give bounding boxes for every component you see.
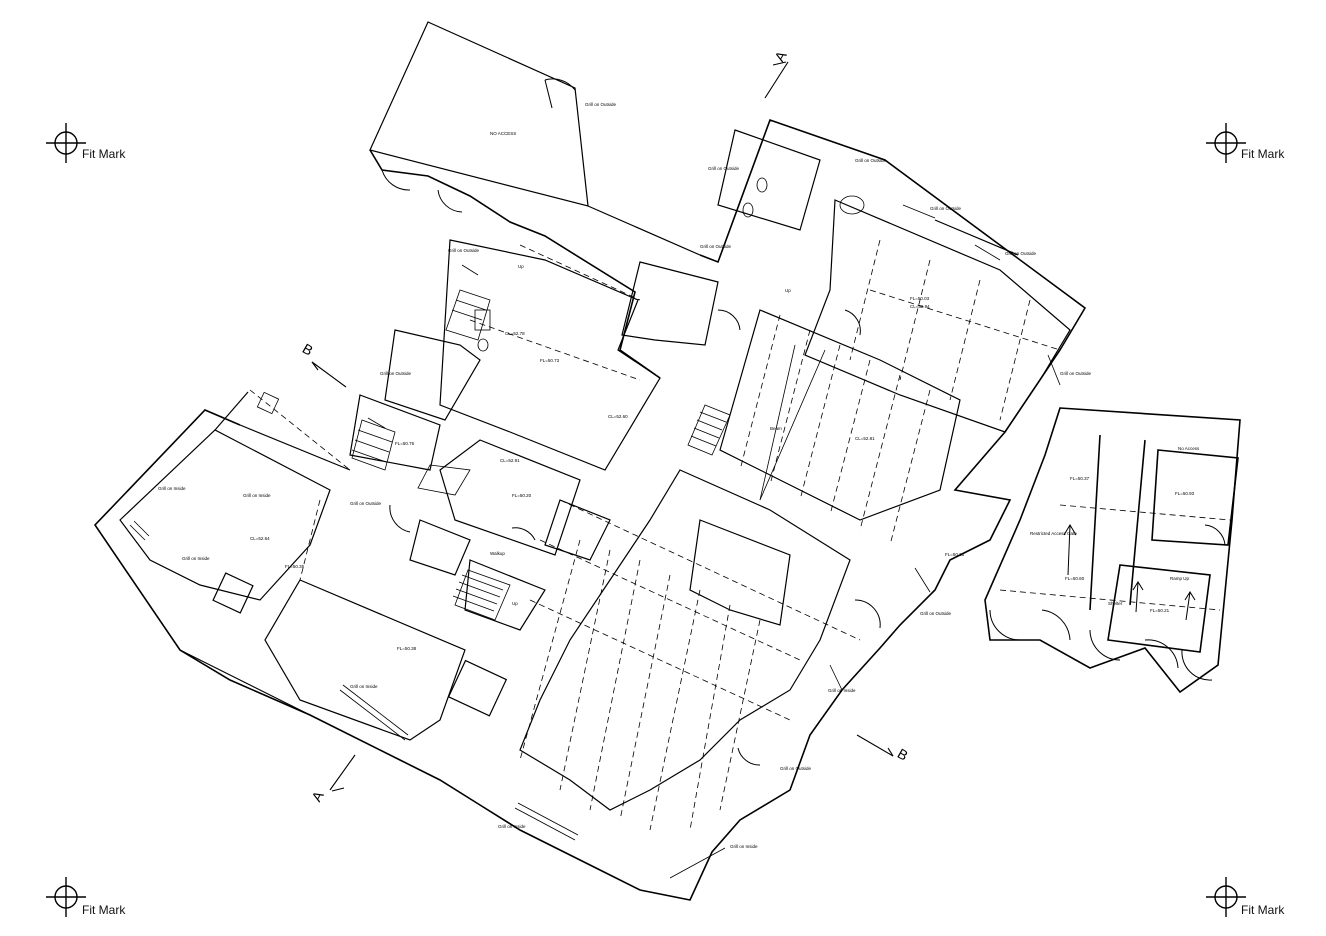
note-grill-outside-9: Grill on Outside xyxy=(350,501,382,506)
note-fl-h: FL=50.76 xyxy=(395,441,415,446)
section-b-left-label: B xyxy=(300,340,316,359)
left-wing-rooms xyxy=(119,391,508,741)
note-ramp-up: Ramp Up xyxy=(1170,576,1190,581)
note-beam: Beam xyxy=(770,426,782,431)
note-grill-outside-4: Grill on Outside xyxy=(930,206,962,211)
note-fl-a: FL=50.73 xyxy=(540,358,560,363)
note-fl-k: FL=50.23 xyxy=(945,552,965,557)
note-no-access-2: No Access xyxy=(1178,446,1200,451)
section-a-bottom-label: A xyxy=(308,788,327,805)
main-building-outline xyxy=(93,118,1087,901)
note-cl-f: CL=52.81 xyxy=(855,436,875,441)
note-grill-outside-1: Grill on Outside xyxy=(585,102,617,107)
note-grill-inside-7: Grill on Inside xyxy=(243,493,271,498)
note-grill-outside-2: Grill on Outside xyxy=(708,166,740,171)
note-grill-outside-11: Grill on Outside xyxy=(920,611,952,616)
right-annex-outline xyxy=(984,407,1241,694)
note-grill-outside-5: Grill on Outside xyxy=(1005,251,1037,256)
fit-mark-br-symbol xyxy=(1206,877,1246,917)
note-grill-inside-6: Grill on Inside xyxy=(828,688,856,693)
ramp-arrows xyxy=(1063,524,1196,621)
note-fl-c: FL=50.38 xyxy=(397,646,417,651)
note-grill-outside-8: Grill on Outside xyxy=(380,371,412,376)
section-b-right-label: B xyxy=(895,745,911,764)
door-swings xyxy=(381,78,1226,766)
note-cl-c: CL=52.60 xyxy=(608,414,628,419)
note-grill-inside-1: Grill on Inside xyxy=(158,486,186,491)
note-fl-e: FL=50.03 xyxy=(910,296,930,301)
note-up-3: Up xyxy=(512,601,518,606)
note-grill-inside-5: Grill on Inside xyxy=(730,844,758,849)
note-cl-e: CL=52.64 xyxy=(250,536,270,541)
note-up-1: Up xyxy=(518,264,524,269)
right-upper-room xyxy=(804,199,1071,433)
note-grill-outside-10: Grill on Outside xyxy=(780,766,812,771)
note-restricted: Restricted Access Gate xyxy=(1030,531,1077,536)
note-fl-g: FL=50.21 xyxy=(1150,608,1170,613)
note-grill-outside-7: Grill on Outside xyxy=(448,248,480,253)
central-upper-rooms xyxy=(349,129,821,631)
fit-mark-tr-label: Fit Mark xyxy=(1241,147,1285,161)
note-grill-inside-4: Grill on Inside xyxy=(498,824,526,829)
note-grill-inside-2: Grill on Inside xyxy=(182,556,210,561)
note-fl-d: FL=50.37 xyxy=(1070,476,1090,481)
note-grill-inside-3: Grill on Inside xyxy=(350,684,378,689)
fit-mark-bl-symbol xyxy=(46,877,86,917)
note-grill-outside-3: Grill on Outside xyxy=(855,158,887,163)
fit-mark-tr-symbol xyxy=(1206,123,1246,163)
window-marks xyxy=(129,204,1061,879)
central-hall xyxy=(519,309,961,811)
note-no-access: NO ACCESS xyxy=(490,131,516,136)
note-cl-b: CL=52.91 xyxy=(500,458,520,463)
top-wing-outline xyxy=(369,21,701,256)
fit-mark-br-label: Fit Mark xyxy=(1241,903,1285,917)
fit-mark-tl-symbol xyxy=(46,123,86,163)
fit-mark-tl-label: Fit Mark xyxy=(82,147,126,161)
note-grill-outside-12: Grill on Outside xyxy=(700,244,732,249)
note-cl-d: CL=52.78 xyxy=(505,331,525,336)
note-walkup: Walkup xyxy=(490,551,505,556)
note-fl-i: FL=50.20 xyxy=(512,493,532,498)
section-lines xyxy=(311,61,894,792)
fixtures xyxy=(256,177,865,501)
beam-lines xyxy=(249,239,1231,831)
note-fl-j: FL=50.93 xyxy=(1175,491,1195,496)
note-shelter: Shelter xyxy=(1108,601,1123,606)
section-a-top-label: A xyxy=(771,48,790,65)
note-fl-f: FL=50.60 xyxy=(1065,576,1085,581)
note-cl-a: CL=52.94 xyxy=(910,304,930,309)
fit-mark-bl-label: Fit Mark xyxy=(82,903,126,917)
note-up-2: Up xyxy=(785,288,791,293)
stairs xyxy=(351,289,731,621)
note-fl-b: FL=50.35 xyxy=(285,564,305,569)
fit-mark-symbols xyxy=(46,123,1246,917)
note-grill-outside-6: Grill on Outside xyxy=(1060,371,1092,376)
